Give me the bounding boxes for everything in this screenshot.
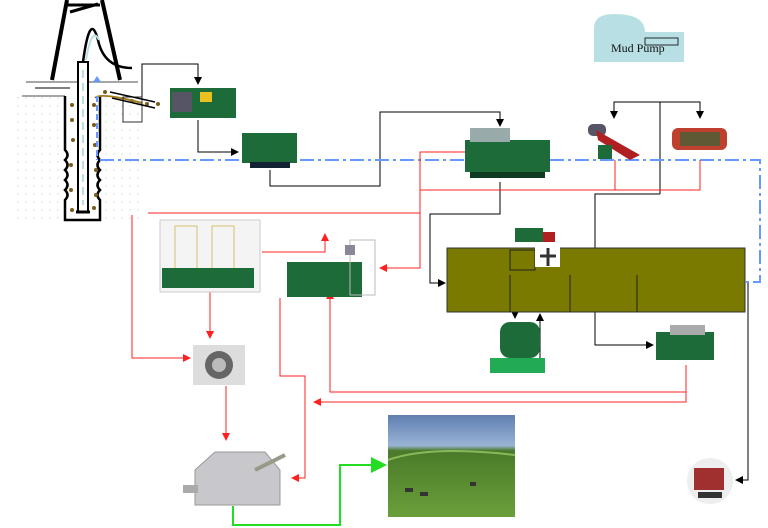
mud-pump[interactable]: Mud Pump — [594, 14, 684, 62]
mud-cleaner[interactable] — [465, 128, 550, 178]
mud-pump-label: Mud Pump — [611, 41, 665, 55]
vacuum-degasser[interactable] — [490, 322, 545, 373]
solids-discharge-lines — [131, 151, 701, 482]
mud-tank[interactable] — [446, 247, 746, 313]
vertical-dryer[interactable] — [159, 219, 261, 293]
pasture-landscape — [387, 415, 516, 517]
clean-mud-return-line — [100, 159, 761, 283]
disposal-line — [232, 457, 387, 526]
agitator[interactable] — [515, 228, 560, 267]
mud-pump-unit[interactable] — [687, 458, 733, 504]
decanting-centrifuge[interactable] — [656, 325, 714, 360]
hydrocyclone-manifold[interactable] — [672, 128, 727, 150]
shale-shaker[interactable] — [170, 88, 236, 118]
screen-unit[interactable] — [287, 239, 376, 297]
desilter[interactable] — [588, 124, 640, 160]
drilling-rig-wellbore — [15, 0, 160, 222]
thermal-dryer[interactable] — [183, 451, 286, 506]
desander[interactable] — [242, 133, 297, 168]
centrifuge[interactable] — [193, 345, 245, 385]
